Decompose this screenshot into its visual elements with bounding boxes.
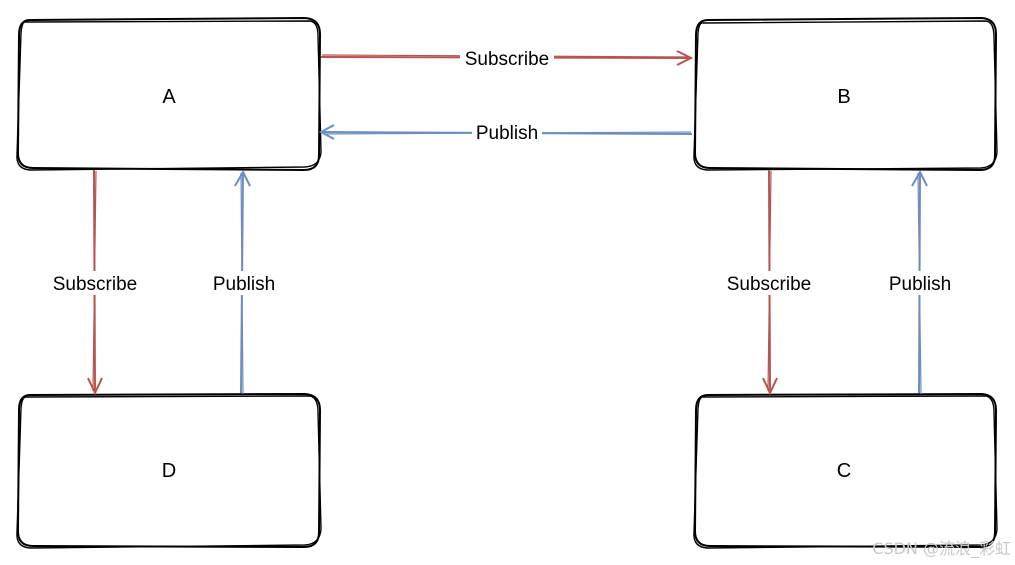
edge-b-to-c[interactable]: Subscribe [722,169,816,396]
arrowhead-icon [676,50,694,66]
arrowhead-icon [318,124,335,140]
node-a-label: A [162,86,176,108]
node-d[interactable]: D [16,393,322,549]
edge-a-to-d-label: Subscribe [53,274,138,295]
arrowhead-icon [234,169,251,187]
node-c-label: C [837,460,851,482]
edge-a-to-b[interactable]: Subscribe [320,46,694,70]
arrowhead-icon [762,377,778,396]
node-a[interactable]: A [16,17,322,171]
edge-c-to-b-label: Publish [889,274,951,295]
edge-b-to-a[interactable]: Publish [318,121,693,145]
edge-b-to-a-label: Publish [476,123,538,144]
arrowhead-icon [87,377,103,396]
node-b[interactable]: B [693,17,998,171]
watermark: CSDN @流浪_彩虹 [872,539,1011,558]
node-d-label: D [162,460,176,482]
edge-d-to-a-label: Publish [213,274,275,295]
node-b-label: B [837,86,850,108]
edge-d-to-a[interactable]: Publish [208,169,280,395]
edge-b-to-c-label: Subscribe [727,274,812,295]
edge-a-to-d[interactable]: Subscribe [48,169,142,396]
edge-a-to-b-label: Subscribe [465,49,550,70]
edge-c-to-b[interactable]: Publish [884,169,956,395]
arrowhead-icon [911,169,928,187]
node-c[interactable]: C [693,393,998,549]
